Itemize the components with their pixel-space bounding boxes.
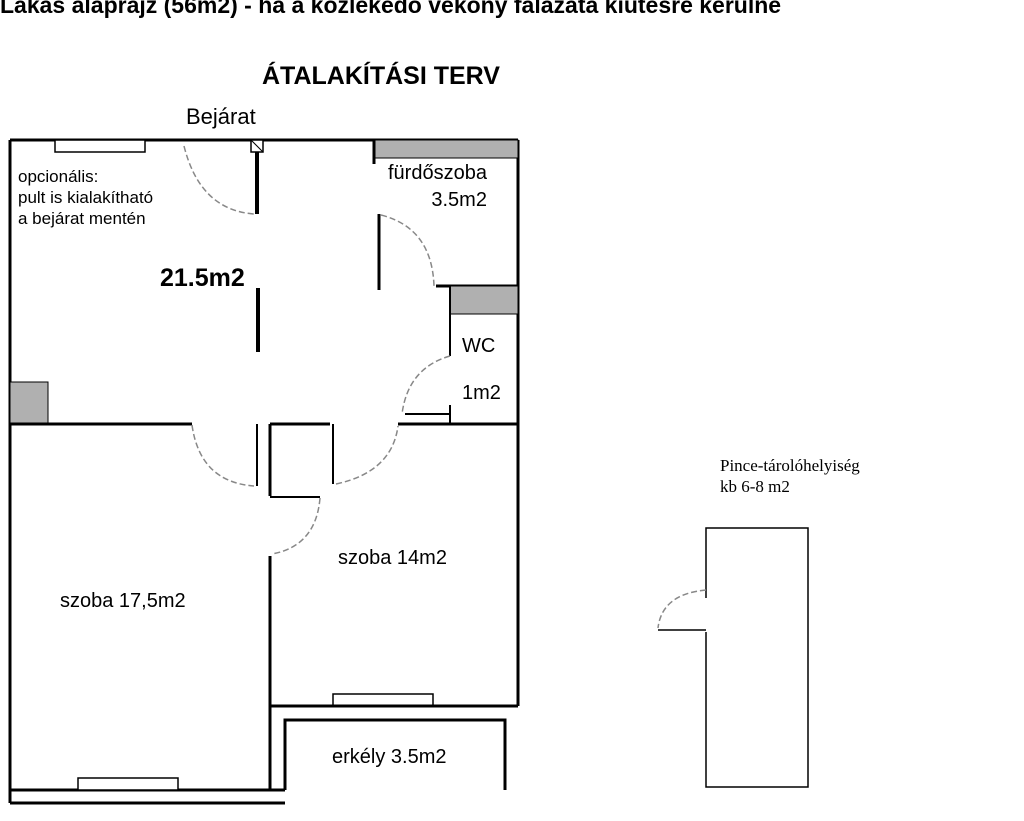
room-17-label: szoba 17,5m2	[60, 590, 186, 612]
wc-fixture	[449, 285, 519, 315]
page-title: Lakás alaprajz (56m2) - ha a közlekedő v…	[0, 0, 782, 18]
window-top	[54, 139, 146, 153]
balcony	[270, 704, 518, 790]
wc	[401, 285, 519, 424]
room-14-label: szoba 14m2	[338, 547, 447, 569]
balcony-rail	[283, 718, 507, 790]
note-line-2: pult is kialakítható	[18, 188, 154, 207]
bathroom-area: 3.5m2	[431, 189, 487, 211]
entrance-post-mark	[250, 139, 264, 153]
bathroom-door-swing	[380, 214, 435, 287]
outer-walls	[8, 138, 520, 805]
window-bottom	[77, 777, 179, 791]
windows	[54, 139, 434, 791]
room14-door-swing-a	[271, 497, 321, 555]
cellar	[657, 527, 809, 788]
bathroom-label: fürdőszoba 3.5m2	[388, 160, 487, 214]
balcony-label: erkély 3.5m2	[332, 746, 447, 768]
note-line-1: opcionális:	[18, 167, 99, 186]
entrance-label: Bejárat	[186, 104, 256, 129]
cellar-name: Pince-tárolóhelyiség	[720, 456, 860, 475]
cellar-door-swing	[657, 589, 707, 629]
room14-door-swing-b	[335, 425, 399, 485]
note-line-3: a bejárat mentén	[18, 209, 146, 228]
room17-door-swing	[191, 424, 255, 487]
cellar-walls	[705, 527, 809, 788]
wc-name: WC	[462, 335, 496, 357]
column-left	[9, 381, 49, 425]
optional-counter-note: opcionális: pult is kialakítható a bejár…	[18, 166, 153, 229]
bathroom-fixture	[373, 139, 519, 159]
main-area-label: 21.5m2	[160, 264, 245, 292]
cellar-area: kb 6-8 m2	[720, 477, 790, 496]
bathroom-name: fürdőszoba	[388, 162, 487, 184]
plan-title: ÁTALAKÍTÁSI TERV	[262, 62, 500, 90]
wc-area: 1m2	[462, 382, 501, 404]
entrance-door-swing	[183, 145, 255, 215]
bathroom	[372, 139, 519, 290]
window-balcony	[332, 693, 434, 707]
wc-door-swing	[401, 355, 451, 415]
cellar-label: Pince-tárolóhelyiség kb 6-8 m2	[720, 455, 860, 497]
